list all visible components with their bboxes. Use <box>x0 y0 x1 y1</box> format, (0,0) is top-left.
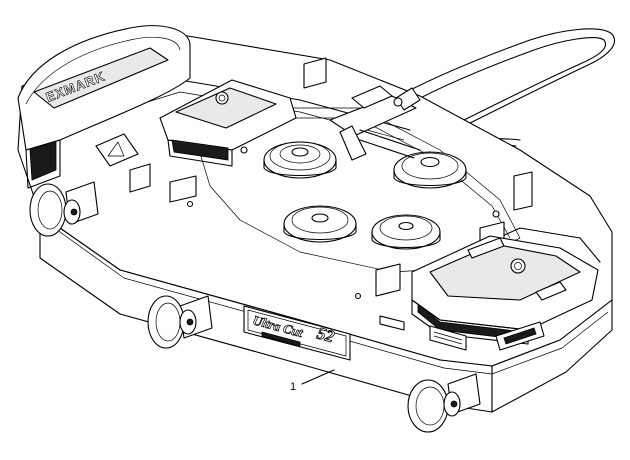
logo-plate <box>33 47 169 109</box>
mount-bracket <box>303 57 327 89</box>
mount-bracket <box>375 263 401 297</box>
idler-pulley <box>371 214 441 250</box>
bolt <box>492 210 500 218</box>
center-belt-cover <box>159 79 297 167</box>
deck-model-decal: Ultra Cut 52 <box>243 305 351 361</box>
leader-line <box>301 369 335 385</box>
mount-bracket <box>169 175 197 203</box>
idler-arm <box>329 85 421 161</box>
knob <box>215 91 229 105</box>
handle-slot <box>535 281 567 301</box>
deck-size-text: 52 <box>315 324 337 347</box>
bolt <box>354 292 362 300</box>
front-left-wheel <box>29 181 99 237</box>
warning-decal <box>429 325 467 351</box>
mount-bracket <box>513 171 533 211</box>
bolt <box>186 200 194 208</box>
bolt <box>240 146 248 154</box>
callout-1: 1 <box>290 369 335 393</box>
center-spindle-pulley <box>263 141 337 179</box>
front-right-wheel <box>407 373 481 433</box>
pivot-bolt <box>393 97 403 107</box>
left-belt-cover: EXMARK <box>17 25 191 189</box>
right-belt-cover <box>411 235 599 345</box>
knob <box>510 258 526 274</box>
spring-bracket <box>351 85 393 109</box>
front-center-wheel <box>147 295 213 349</box>
callout-number: 1 <box>290 381 296 393</box>
warning-decal <box>95 133 139 167</box>
mount-bracket <box>129 163 151 193</box>
right-spindle-pulley <box>393 151 467 189</box>
left-spindle-pulley <box>283 205 357 243</box>
cover-shadow <box>29 140 57 181</box>
warning-decal <box>379 315 405 331</box>
